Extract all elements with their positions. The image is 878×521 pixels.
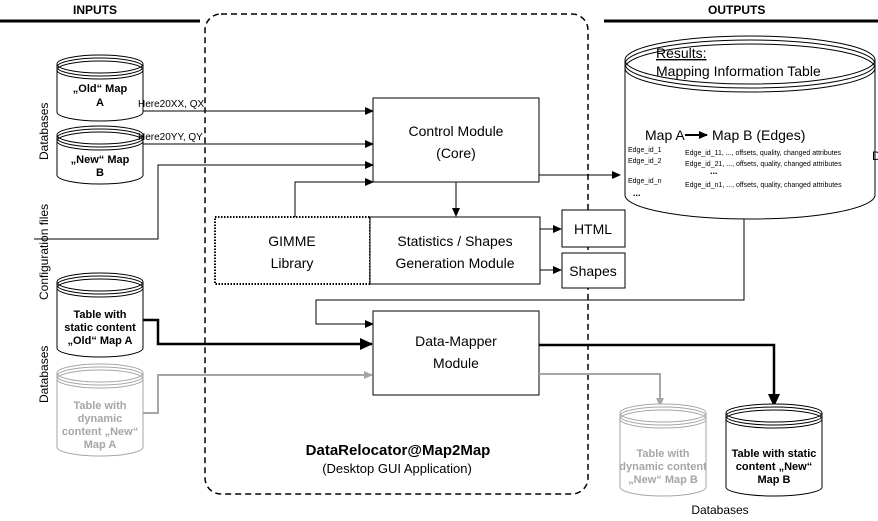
map-b-label: Map B (Edges)	[712, 127, 805, 143]
svg-text:GIMME: GIMME	[268, 233, 315, 249]
svg-text:Shapes: Shapes	[569, 263, 616, 279]
result-row-right: Edge_id_21, ..., offsets, quality, chang…	[685, 161, 842, 168]
svg-text:Generation Module: Generation Module	[395, 255, 514, 271]
arrow-gimme-to-control	[294, 178, 374, 217]
svg-text:Map B: Map B	[758, 474, 791, 486]
db-dynamic-new-map-a: Table with dynamic content „New“ Map A	[56, 363, 144, 457]
outputs-header: OUTPUTS	[604, 3, 878, 23]
db-static-old-map-a: Table with static content „Old“ Map A	[56, 272, 144, 358]
svg-text:Table with: Table with	[74, 309, 127, 321]
svg-text:Table with: Table with	[74, 400, 127, 412]
db-dynamic-new-map-b: Table with dynamic content „New“ Map B	[619, 403, 707, 497]
svg-text:Table with static: Table with static	[732, 448, 817, 460]
db-old-map-a: „Old“ Map A	[56, 54, 144, 122]
svg-text:„New“ Map B: „New“ Map B	[628, 474, 698, 486]
arrow-datamapper-to-dynamic-b	[539, 373, 664, 407]
arrow-datamapper-to-static-b	[539, 343, 780, 407]
svg-text:Statistics / Shapes: Statistics / Shapes	[397, 233, 512, 249]
configuration-files-label: Configuration files	[37, 204, 51, 300]
databases-label-bottom: Databases	[37, 346, 51, 403]
gimme-library: GIMME Library	[214, 216, 371, 285]
arrow-dynamic-to-datamapper	[143, 371, 373, 414]
svg-text:content „New“: content „New“	[736, 461, 812, 473]
svg-text:content „New“: content „New“	[62, 426, 138, 438]
svg-text:static content: static content	[64, 322, 136, 334]
arrow-static-to-datamapper	[143, 318, 373, 350]
result-dots: ...	[633, 188, 641, 198]
svg-text:Map A: Map A	[84, 439, 117, 451]
svg-text:Library: Library	[271, 255, 314, 271]
result-dots: ...	[710, 166, 718, 176]
cut-edge-glyph: D	[872, 149, 878, 163]
svg-text:„New“ Map: „New“ Map	[71, 154, 130, 166]
db-new-map-b: „New“ Map B	[56, 125, 144, 185]
svg-text:B: B	[96, 167, 104, 179]
outputs-title: OUTPUTS	[708, 3, 765, 17]
result-row-right: Edge_id_n1, ..., offsets, quality, chang…	[685, 182, 842, 189]
svg-text:„Old“ Map A: „Old“ Map A	[68, 335, 133, 347]
result-row-right: Edge_id_11, ..., offsets, quality, chang…	[685, 150, 842, 157]
arrow-results-to-datamapper	[315, 219, 745, 328]
inputs-header: INPUTS	[0, 3, 200, 23]
databases-output-label: Databases	[691, 503, 748, 517]
html-output: HTML	[561, 209, 626, 248]
databases-label-top: Databases	[37, 103, 51, 160]
result-row-left: Edge_id_n	[628, 178, 662, 185]
data-mapper-module: Data-Mapper Module	[372, 310, 540, 396]
results-subtitle: Mapping Information Table	[656, 63, 821, 79]
svg-text:Data-Mapper: Data-Mapper	[415, 333, 497, 349]
map-a-label: Map A	[645, 127, 685, 143]
shapes-output: Shapes	[561, 252, 626, 289]
svg-text:Table with: Table with	[637, 448, 690, 460]
result-row-left: Edge_id_1	[628, 147, 662, 154]
svg-text:Control Module: Control Module	[409, 123, 504, 139]
result-row-left: Edge_id_2	[628, 158, 662, 165]
edge-label-new: Here20YY, QY	[138, 132, 203, 143]
svg-text:„Old“ Map: „Old“ Map	[73, 83, 128, 95]
results-database: Results: Mapping Information Table Map A…	[624, 35, 878, 220]
statistics-shapes-module: Statistics / Shapes Generation Module	[369, 216, 541, 285]
svg-text:(Core): (Core)	[436, 145, 476, 161]
db-static-new-map-b: Table with static content „New“ Map B	[725, 403, 823, 497]
arrow-config-to-control	[34, 161, 374, 240]
app-subtitle: (Desktop GUI Application)	[322, 461, 472, 476]
application-boundary	[204, 13, 589, 495]
svg-text:dynamic: dynamic	[78, 413, 123, 425]
edge-label-old: Here20XX, QX	[138, 99, 204, 110]
inputs-title: INPUTS	[73, 3, 117, 17]
svg-text:HTML: HTML	[574, 221, 612, 237]
app-title: DataRelocator@Map2Map	[306, 442, 491, 459]
svg-text:Module: Module	[433, 355, 479, 371]
svg-text:A: A	[96, 97, 104, 109]
control-module: Control Module (Core)	[372, 97, 540, 183]
results-title: Results:	[656, 45, 707, 61]
svg-text:dynamic content: dynamic content	[619, 461, 707, 473]
